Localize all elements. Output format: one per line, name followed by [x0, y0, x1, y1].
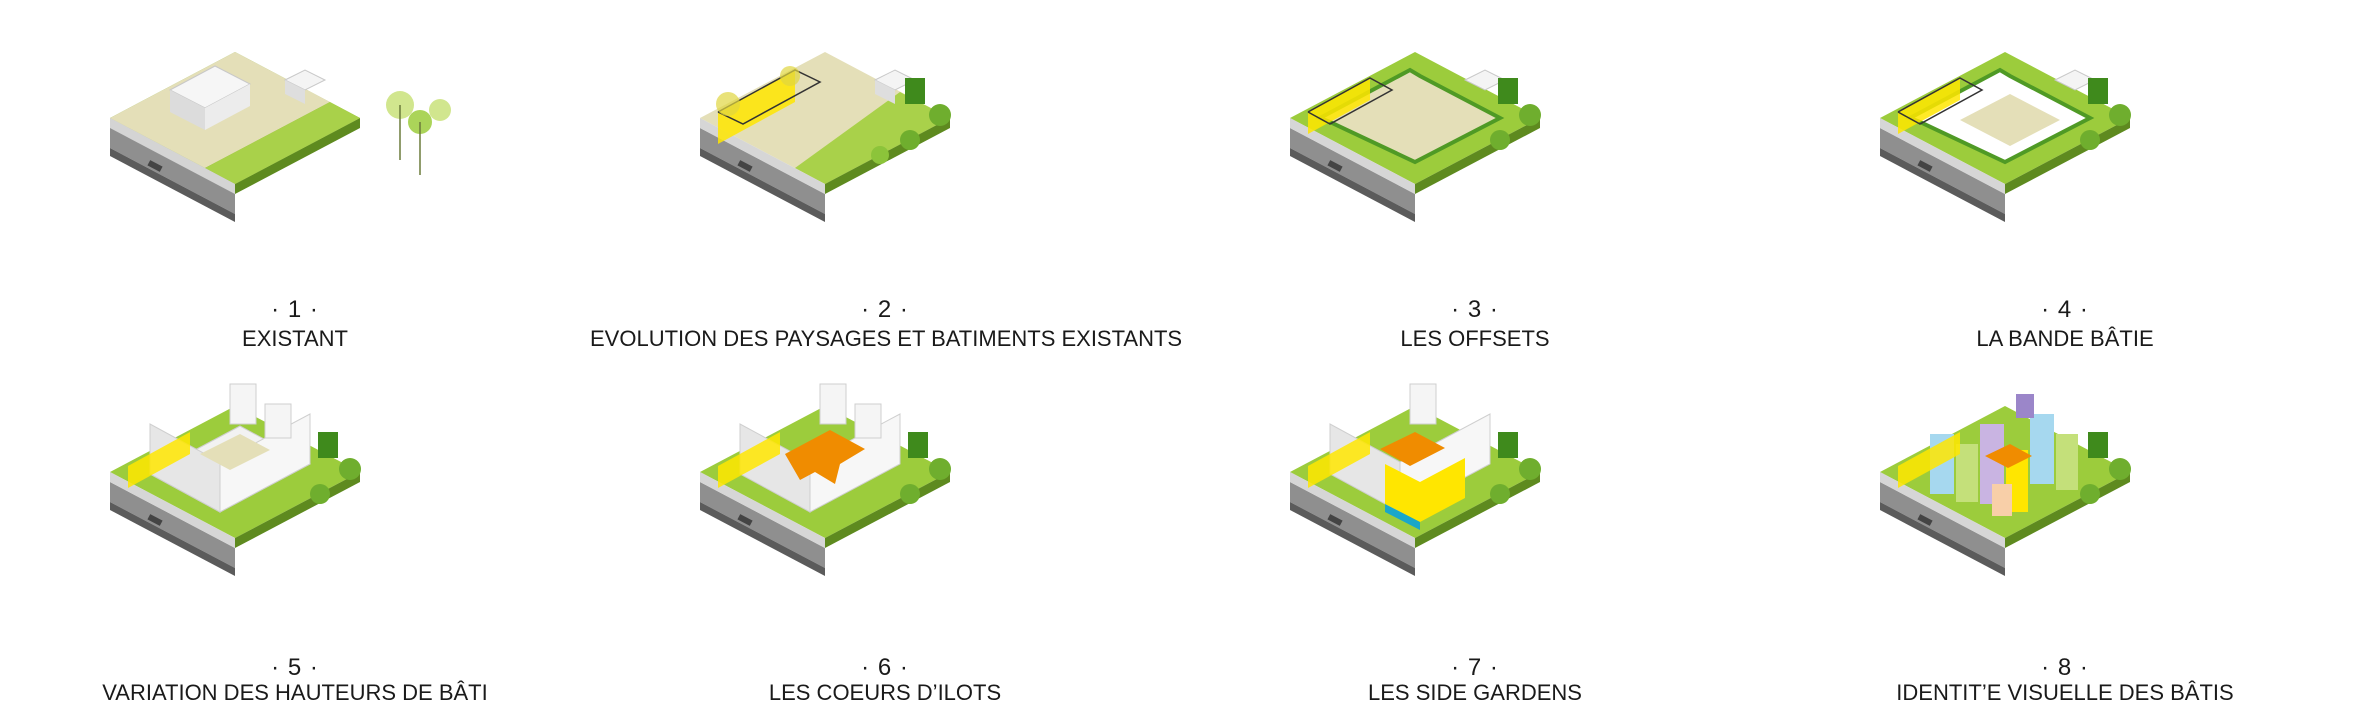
diagram-existant [110, 52, 451, 222]
diagram-identite [1880, 394, 2131, 576]
panel-4-bande-batie: · 4 · LA BANDE BÂTIE [1770, 0, 2360, 354]
panel-1-existant: · 1 · EXISTANT [0, 0, 590, 354]
panel-caption: LES COEURS D’ILOTS [768, 680, 1002, 705]
diagram-evolution [700, 52, 951, 222]
diagram-coeurs [700, 383, 951, 576]
panel-8-identite: · 8 · IDENTIT’E VISUELLE DES BÂTIS [1770, 354, 2360, 708]
panel-number: · 1 · [271, 296, 319, 323]
panel-caption: EXISTANT [242, 326, 348, 351]
panel-number: · 7 · [1451, 654, 1499, 681]
diagram-bande-batie [1880, 52, 2131, 222]
panel-number: · 5 · [271, 654, 319, 681]
panel-number: · 6 · [861, 654, 909, 681]
panel-6-coeurs: · 6 · LES COEURS D’ILOTS [590, 354, 1180, 708]
panel-number: · 3 · [1451, 296, 1499, 323]
panel-2-evolution: · 2 · EVOLUTION DES PAYSAGES ET BATIMENT… [590, 0, 1183, 354]
panel-number: · 2 · [861, 296, 909, 323]
diagram-side-gardens [1290, 383, 1541, 576]
panel-caption: LES SIDE GARDENS [1368, 680, 1582, 705]
panel-number: · 8 · [2041, 654, 2089, 681]
panel-caption: VARIATION DES HAUTEURS DE BÂTI [102, 680, 488, 705]
panel-number: · 4 · [2041, 296, 2089, 323]
panel-caption: EVOLUTION DES PAYSAGES ET BATIMENTS EXIS… [590, 326, 1183, 351]
panel-caption: IDENTIT’E VISUELLE DES BÂTIS [1896, 680, 2234, 705]
panel-7-side-gardens: · 7 · LES SIDE GARDENS [1180, 354, 1770, 708]
panel-caption: LA BANDE BÂTIE [1976, 326, 2154, 351]
panel-3-offsets: · 3 · LES OFFSETS [1180, 0, 1770, 354]
diagram-hauteurs [110, 383, 361, 576]
panel-5-hauteurs: · 5 · VARIATION DES HAUTEURS DE BÂTI [0, 354, 590, 708]
panel-caption: LES OFFSETS [1400, 326, 1550, 351]
diagram-offsets [1290, 52, 1541, 222]
